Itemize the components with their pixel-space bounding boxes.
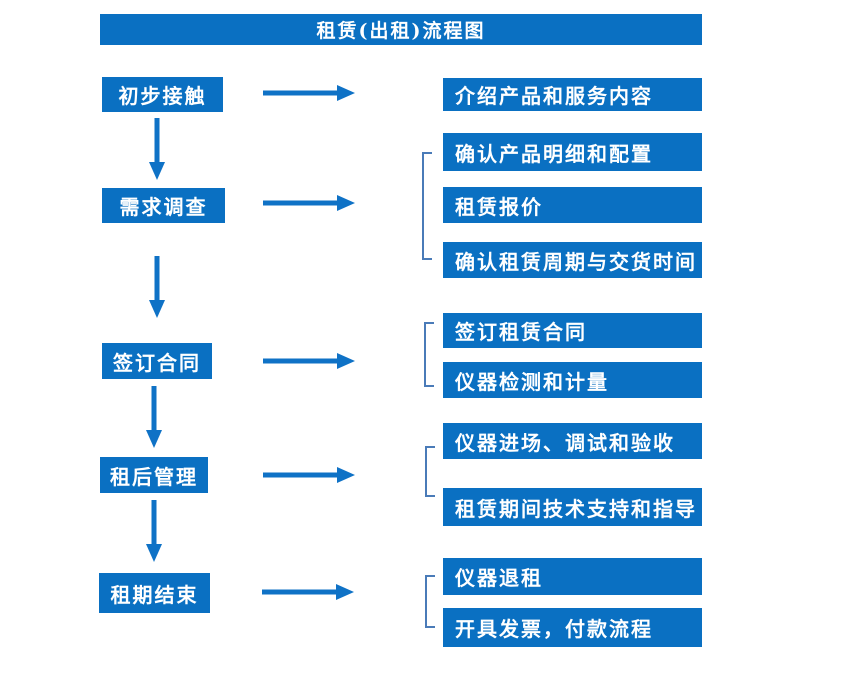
bracket-post-rental-group [425,446,435,497]
right-arrow-rental-end [262,584,354,600]
right-arrow-post-rental [263,467,355,483]
down-arrow-3 [146,386,162,448]
step-contract-signing: 签订合同 [102,343,212,379]
detail-rental-quotation: 租赁报价 [443,187,702,223]
step-post-rental-management: 租后管理 [100,457,208,493]
step-rental-period-end: 租期结束 [99,573,210,613]
right-arrow-demand-survey [263,195,355,211]
right-arrow-contract-signing [263,353,355,369]
detail-instrument-return: 仪器退租 [443,558,702,595]
detail-rental-technical-support: 租赁期间技术支持和指导 [443,488,702,526]
detail-invoice-payment-process: 开具发票，付款流程 [443,608,702,647]
down-arrow-2 [149,256,165,318]
detail-confirm-product-details-config: 确认产品明细和配置 [443,133,702,171]
down-arrow-4 [146,500,162,562]
step-demand-survey: 需求调查 [102,188,225,223]
right-arrow-initial-contact [263,85,355,101]
bracket-rental-end-group [425,575,435,628]
bracket-contract-signing-group [424,322,434,387]
step-initial-contact: 初步接触 [102,77,223,112]
detail-confirm-rental-period-delivery: 确认租赁周期与交货时间 [443,242,702,278]
flowchart-title: 租赁(出租)流程图 [100,14,702,45]
down-arrow-1 [149,118,165,180]
detail-sign-rental-contract: 签订租赁合同 [443,313,702,348]
detail-introduce-products-services: 介绍产品和服务内容 [443,78,702,111]
detail-instrument-entry-commissioning-acceptance: 仪器进场、调试和验收 [443,423,702,459]
detail-instrument-testing-measurement: 仪器检测和计量 [443,362,702,398]
bracket-demand-survey-group [422,152,432,260]
